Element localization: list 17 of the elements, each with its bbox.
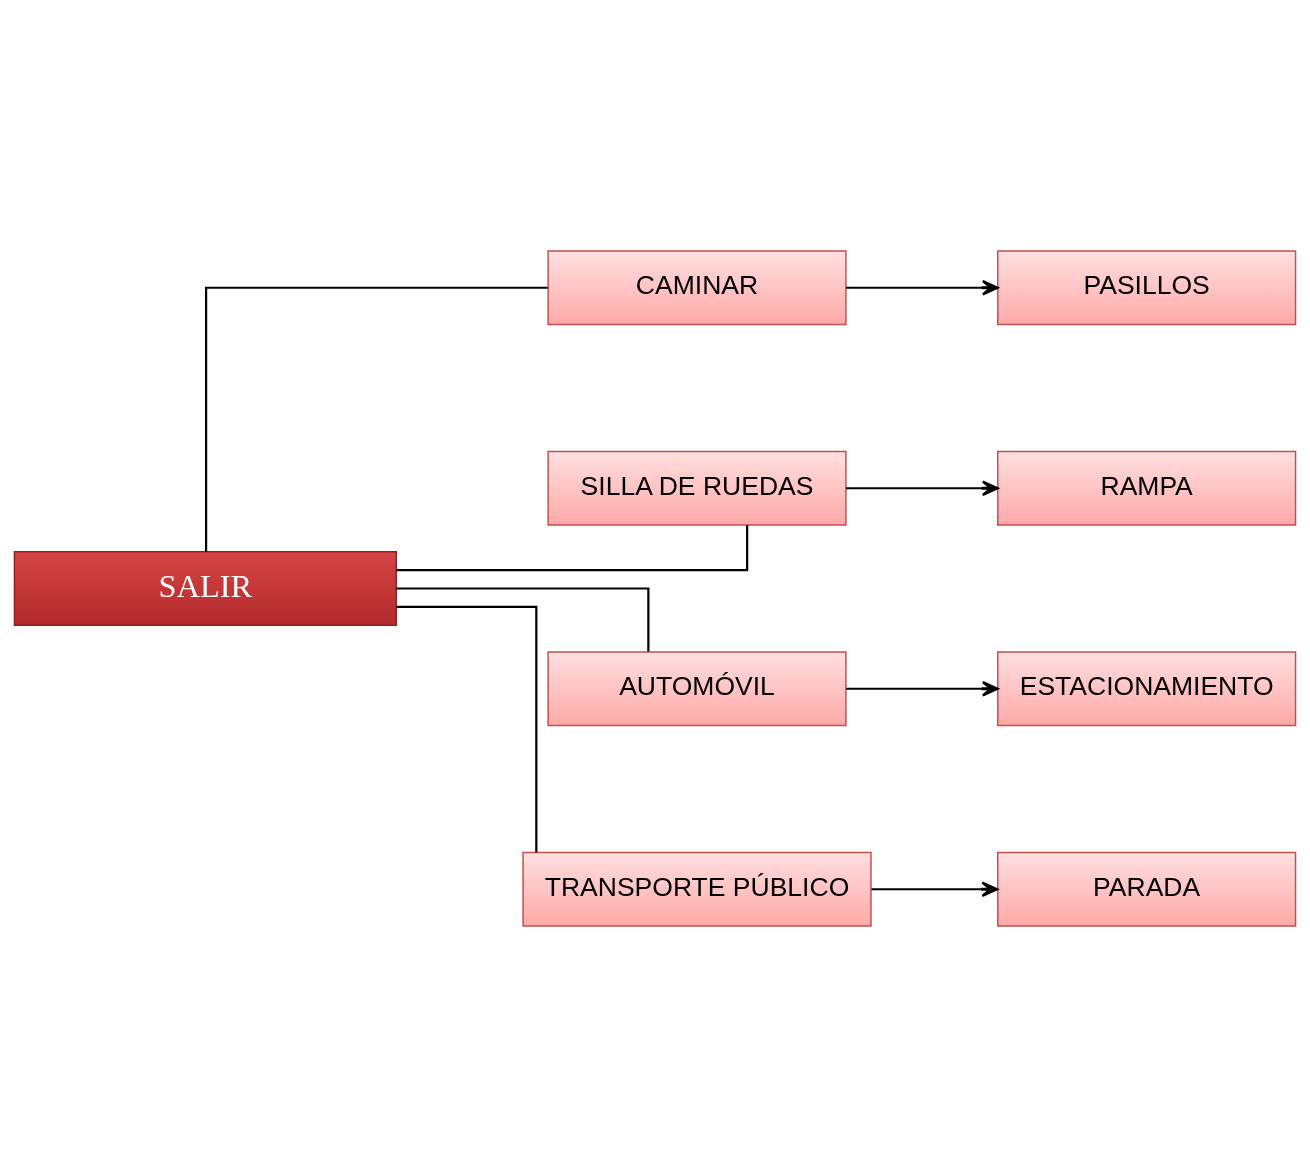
node-box: RAMPA	[997, 450, 1297, 526]
node-box: SILLA DE RUEDAS	[547, 450, 847, 526]
node-box: TRANSPORTE PÚBLICO	[522, 851, 872, 927]
node-box: ESTACIONAMIENTO	[997, 650, 1297, 726]
connector	[205, 286, 548, 552]
arrow	[846, 480, 999, 496]
connector	[396, 524, 749, 571]
node-box: AUTOMÓVIL	[547, 650, 847, 726]
node-box: CAMINAR	[547, 249, 847, 325]
arrow	[846, 279, 999, 295]
arrow	[846, 680, 999, 696]
connector	[396, 605, 538, 852]
connector	[396, 586, 650, 651]
node-box: SALIR	[13, 550, 397, 626]
arrow	[871, 881, 999, 897]
node-box: PASILLOS	[997, 249, 1297, 325]
node-box: PARADA	[997, 851, 1297, 927]
